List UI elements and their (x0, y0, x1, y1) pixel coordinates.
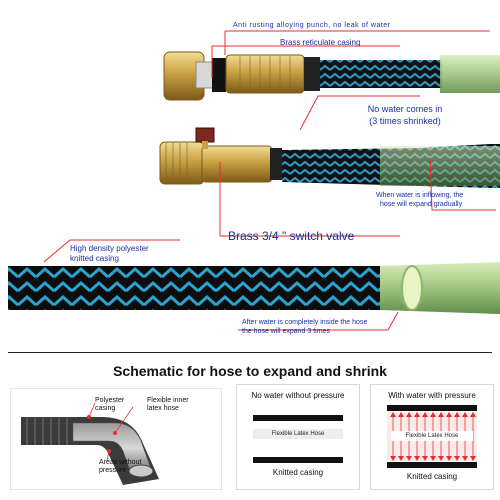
no-pressure-casing-label: Knitted casing (272, 468, 324, 477)
diagram-areas-line1: Areas without (99, 459, 142, 466)
polyester-line2: knitted casing (70, 254, 119, 263)
with-pressure-title: With water with pressure (388, 391, 476, 400)
diagram-polyester-label: Polyester casing (95, 397, 124, 413)
diagram-areas-label: Areas without pressure (99, 459, 141, 475)
panel-with-pressure: With water with pressure Flexible Latex … (370, 384, 494, 490)
inflowing-line1: When water is inflowing, the (376, 192, 464, 199)
diagram-polyester-line2: casing (95, 405, 116, 412)
panel-no-pressure: No water without pressure Flexible Latex… (236, 384, 360, 490)
no-water-line2: (3 times shrinked) (369, 116, 441, 126)
no-water-label: No water comes in (3 times shrinked) (350, 103, 460, 127)
diagram-areas-line2: pressure (99, 467, 127, 474)
expanded-line1: After water is completely inside the hos… (242, 319, 368, 326)
inflowing-line2: hose will expand gradually (380, 201, 463, 208)
diagram-polyester-line1: Polyester (95, 397, 125, 404)
diagram-latex-label: Flexible inner latex hose (147, 397, 189, 413)
inflowing-label: When water is inflowing, the hose will e… (376, 191, 463, 209)
valve-handle (195, 127, 215, 143)
with-pressure-hose-label: Flexible Latex Hose (391, 431, 473, 441)
with-pressure-casing-label: Knitted casing (406, 472, 458, 481)
bottom-casing-bar (253, 457, 343, 463)
hose-illustration (8, 30, 500, 331)
hose-2-expanding (159, 127, 500, 188)
no-water-line1: No water comes in (367, 104, 443, 114)
switch-valve-body (201, 145, 273, 183)
polyester-line1: High density polyester (70, 244, 149, 253)
male-thread-connector (159, 141, 205, 185)
no-pressure-title: No water without pressure (251, 391, 345, 400)
brass-casing-label: Brass reticulate casing (280, 38, 361, 47)
diagram-latex-line2: latex hose (147, 405, 179, 412)
diagram-latex-line1: Flexible inner (147, 397, 189, 404)
schematic-title: Schematic for hose to expand and shrink (113, 363, 387, 379)
anti-rust-label: Anti rusting alloying punch, no leak of … (233, 22, 391, 29)
callout-lines (43, 30, 496, 331)
polyester-casing-label: High density polyester knitted casing (70, 244, 149, 264)
no-pressure-hose-label: Flexible Latex Hose (253, 429, 343, 439)
hose-3-expanded (8, 262, 500, 314)
switch-valve-label: Brass 3/4 " switch valve (228, 229, 355, 243)
section-divider (8, 352, 492, 353)
cross-section-panel: Polyester casing Flexible inner latex ho… (10, 388, 222, 490)
brass-reticulate-casing (225, 54, 305, 94)
top-casing-bar (253, 415, 343, 421)
hose-cross-section-diagram (21, 402, 159, 485)
expanded-label: After water is completely inside the hos… (242, 318, 367, 336)
expanded-line2: the hose will expand 3 times (242, 328, 330, 335)
hose-1-shrunk (163, 51, 500, 101)
bottom-casing-bar (387, 462, 477, 468)
top-casing-bar (387, 405, 477, 411)
